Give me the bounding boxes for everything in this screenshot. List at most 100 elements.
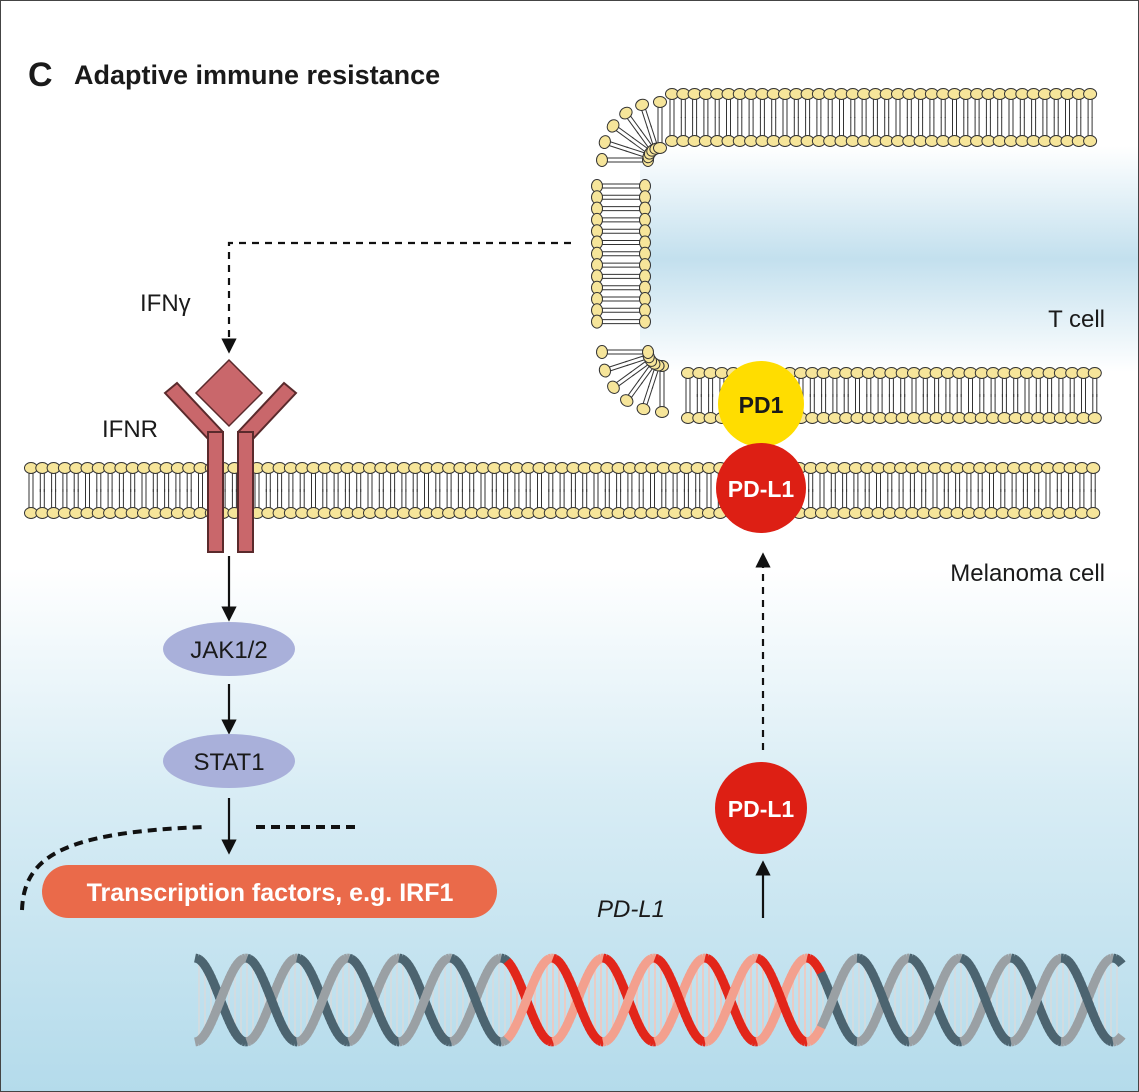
lipid-molecule — [963, 367, 978, 397]
lipid-molecule — [1015, 117, 1030, 147]
lipid-molecule — [947, 117, 962, 147]
lipid-molecule — [1053, 367, 1068, 397]
lipid-molecule — [498, 489, 513, 519]
lipid-molecule — [1060, 117, 1075, 147]
lipid-molecule — [861, 394, 876, 424]
lipid-molecule — [995, 462, 1010, 492]
lipid-molecule — [591, 235, 621, 250]
lipid-molecule — [679, 462, 694, 492]
t-cell-interior — [640, 146, 1139, 372]
lipid-molecule — [1063, 462, 1078, 492]
panel-letter: C — [28, 56, 53, 94]
melanoma-cell-label: Melanoma cell — [950, 560, 1105, 587]
pd1-protein — [718, 361, 804, 447]
lipid-molecule — [1008, 367, 1023, 397]
lipid-molecule — [476, 462, 490, 492]
lipid-molecule — [952, 367, 967, 397]
lipid-molecule — [598, 360, 629, 378]
lipid-molecule — [35, 462, 50, 492]
lipid-molecule — [698, 88, 713, 118]
lipid-molecule — [182, 489, 197, 519]
ifng-secretion-arrow — [221, 241, 571, 354]
transcription-factor-label: Transcription factors, e.g. IRF1 — [87, 879, 454, 907]
lipid-molecule — [827, 367, 842, 397]
lipid-molecule — [317, 462, 332, 492]
lipid-molecule — [591, 269, 621, 284]
lipid-molecule — [703, 394, 718, 424]
lipid-molecule — [566, 489, 581, 519]
lipid-molecule — [596, 153, 626, 167]
lipid-molecule — [848, 462, 863, 492]
lipid-molecule — [703, 367, 718, 397]
lipid-molecule — [125, 462, 140, 492]
lipid-molecule — [861, 367, 876, 397]
jak-oval — [163, 622, 295, 676]
lipid-molecule — [1086, 462, 1101, 492]
lipid-molecule — [46, 489, 61, 519]
lipid-molecule — [871, 489, 886, 519]
lipid-molecule — [811, 117, 826, 147]
lipid-molecule — [834, 88, 849, 118]
lipid-molecule — [1020, 394, 1034, 424]
lipid-molecule — [928, 489, 942, 519]
lipid-molecule — [430, 489, 445, 519]
lipid-molecule — [1042, 394, 1057, 424]
lipid-molecule — [91, 489, 106, 519]
lipid-molecule — [958, 117, 973, 147]
lipid-molecule — [589, 489, 603, 519]
lipid-molecule — [850, 367, 865, 397]
lipid-molecule — [487, 489, 502, 519]
lipid-molecule — [1049, 88, 1064, 118]
lipid-molecule — [940, 367, 955, 397]
lipid-molecule — [687, 117, 702, 147]
lipid-molecule — [929, 367, 944, 397]
lipid-molecule — [634, 462, 649, 492]
lipid-molecule — [891, 117, 905, 147]
lipid-molecule — [687, 88, 702, 118]
lipid-molecule — [24, 462, 38, 492]
lipid-molecule — [621, 303, 651, 318]
lipid-molecule — [1018, 462, 1033, 492]
lipid-molecule — [879, 117, 894, 147]
lipid-molecule — [272, 462, 287, 492]
lipid-molecule — [924, 117, 939, 147]
lipid-molecule — [981, 88, 996, 118]
lipid-molecule — [1008, 394, 1023, 424]
lipid-molecule — [970, 117, 985, 147]
lipid-molecule — [295, 489, 310, 519]
lipid-molecule — [984, 462, 999, 492]
pd1-label: PD1 — [739, 392, 784, 418]
lipid-molecule — [860, 462, 875, 492]
lipid-molecule — [778, 88, 792, 118]
lipid-molecule — [655, 388, 669, 418]
lipid-molecule — [635, 98, 652, 129]
lipid-molecule — [916, 462, 931, 492]
lipid-molecule — [665, 117, 679, 147]
lipid-molecule — [970, 88, 985, 118]
lipid-molecule — [159, 462, 174, 492]
panel-title: Adaptive immune resistance — [74, 60, 440, 90]
lipid-molecule — [340, 489, 355, 519]
lipid-molecule — [974, 394, 989, 424]
lipid-molecule — [1087, 367, 1102, 397]
lipid-molecule — [283, 489, 298, 519]
lipid-molecule — [845, 117, 860, 147]
lipid-molecule — [137, 489, 151, 519]
ifnr-label: IFNR — [102, 416, 158, 443]
lipid-molecule — [261, 462, 276, 492]
lipid-molecule — [857, 117, 872, 147]
lipid-molecule — [621, 190, 651, 205]
lipid-molecule — [755, 88, 770, 118]
lipid-molecule — [884, 367, 899, 397]
lipid-molecule — [929, 394, 944, 424]
lipid-molecule — [692, 367, 707, 397]
lipid-molecule — [621, 179, 651, 193]
lipid-molecule — [789, 88, 804, 118]
lipid-molecule — [430, 462, 445, 492]
lipid-molecule — [744, 117, 759, 147]
lipid-molecule — [591, 212, 621, 227]
lipid-molecule — [103, 462, 118, 492]
lipid-molecule — [665, 88, 679, 118]
lipid-molecule — [555, 489, 570, 519]
